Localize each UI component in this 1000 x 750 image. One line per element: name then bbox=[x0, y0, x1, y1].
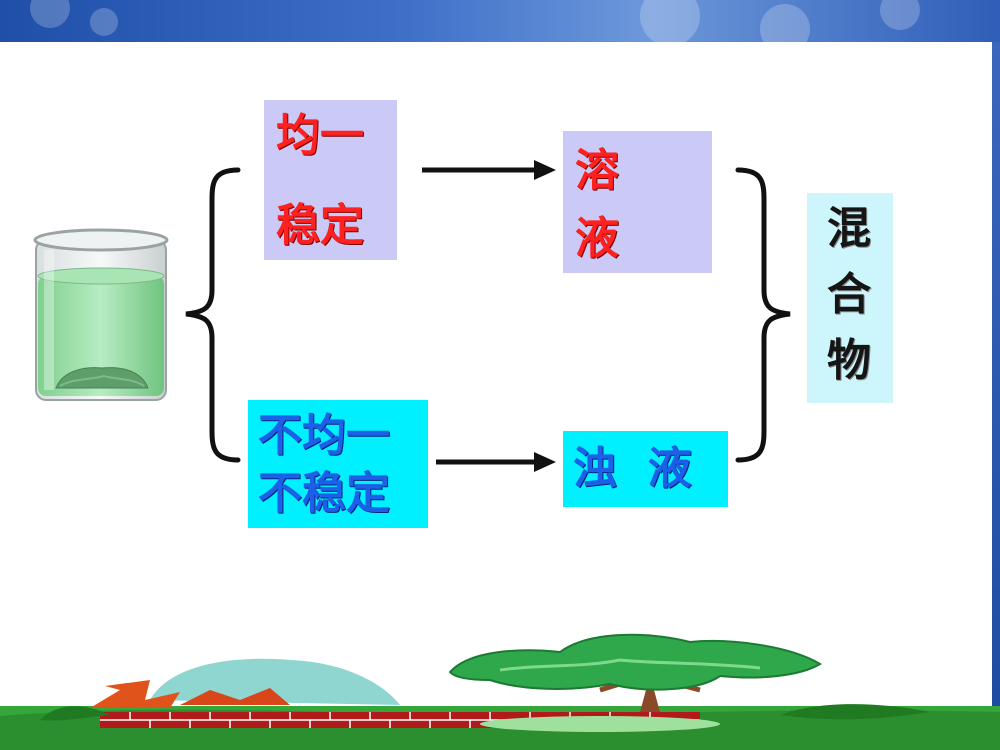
beaker-icon bbox=[33, 228, 169, 401]
arrow-to-solution bbox=[422, 160, 556, 180]
mixture-label-char2: 合 bbox=[827, 269, 871, 320]
banner-bubble bbox=[90, 8, 118, 36]
solution-label-char1: 溶 bbox=[575, 145, 619, 196]
left-brace bbox=[185, 167, 241, 463]
homogeneous-stable-box: 均一 稳定 bbox=[264, 100, 397, 260]
stable-label: 稳定 bbox=[276, 200, 364, 251]
header-banner bbox=[0, 0, 1000, 54]
banner-bubble bbox=[640, 0, 700, 46]
arrow-to-suspension bbox=[436, 452, 556, 472]
suspension-label: 浊 液 bbox=[573, 443, 692, 494]
right-brace bbox=[735, 167, 791, 463]
mixture-label-char3: 物 bbox=[827, 335, 871, 386]
heterogeneous-label: 不均一 bbox=[258, 410, 390, 461]
mixture-label-char1: 混 bbox=[827, 203, 871, 254]
unstable-label: 不稳定 bbox=[258, 468, 390, 519]
suspension-box: 浊 液 bbox=[563, 431, 728, 507]
right-border bbox=[992, 42, 1000, 750]
heterogeneous-unstable-box: 不均一 不稳定 bbox=[248, 400, 428, 528]
solution-label-char2: 液 bbox=[575, 213, 619, 264]
mixture-box: 混 合 物 bbox=[807, 193, 893, 403]
banner-bubble bbox=[760, 4, 810, 54]
homogeneous-label: 均一 bbox=[276, 110, 364, 161]
landscape-decoration bbox=[0, 633, 1000, 750]
solution-box: 溶 液 bbox=[563, 131, 712, 273]
